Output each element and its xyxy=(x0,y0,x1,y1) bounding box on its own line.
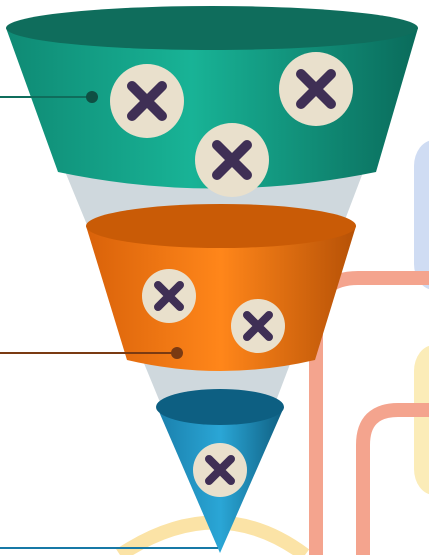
background-card-yellow xyxy=(414,345,429,495)
background-card-blue xyxy=(414,140,429,290)
close-icon xyxy=(279,52,353,126)
close-icon xyxy=(231,299,285,353)
close-icon xyxy=(195,123,269,197)
middle-stage-rim xyxy=(86,204,356,248)
close-icon xyxy=(110,64,184,138)
bottom-stage-rim xyxy=(156,389,284,425)
close-icon xyxy=(142,269,196,323)
close-icon xyxy=(193,443,247,497)
top-stage-rim xyxy=(6,6,418,50)
